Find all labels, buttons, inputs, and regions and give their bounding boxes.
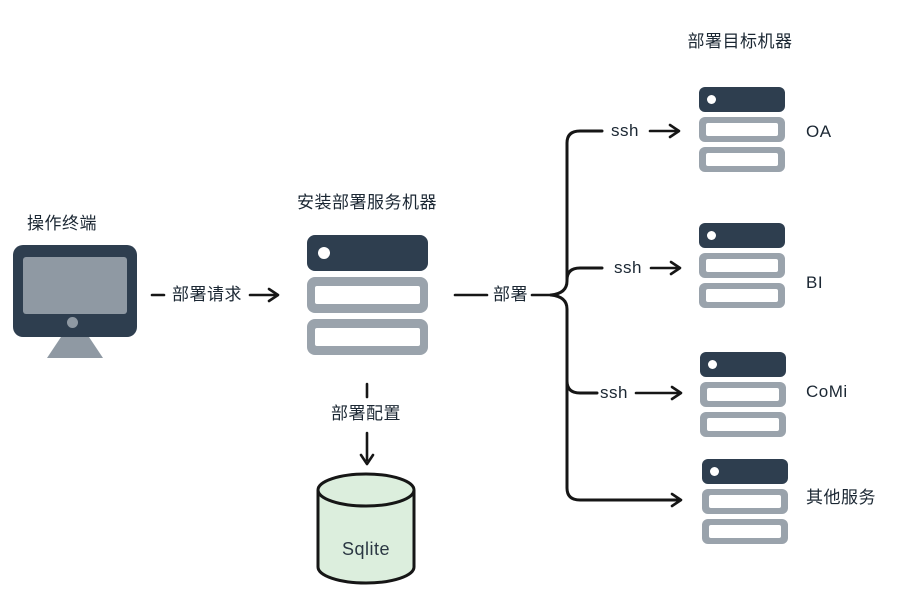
server-led-icon — [707, 231, 716, 240]
server-slot — [707, 418, 779, 431]
server-bay — [307, 277, 428, 313]
ssh1-arrowhead-icon — [668, 123, 681, 139]
server-led-icon — [318, 247, 330, 259]
deploy-server-icon — [307, 235, 428, 361]
database-label: Sqlite — [341, 539, 391, 559]
database-top — [316, 472, 416, 508]
request-arrowhead-icon — [267, 287, 280, 303]
server-led-icon — [708, 360, 717, 369]
ssh-label-1: ssh — [611, 121, 639, 140]
targets-title: 部署目标机器 — [687, 32, 793, 51]
target-server-oa-icon — [699, 87, 785, 177]
ssh-label-3: ssh — [600, 383, 628, 402]
brace-lower — [549, 293, 681, 502]
database-body — [316, 490, 416, 585]
deploy-server-label: 安装部署服务机器 — [297, 193, 437, 212]
ssh3-arrowhead-icon — [670, 385, 683, 401]
brace-branch-3 — [565, 379, 599, 395]
server-top-bar — [700, 352, 786, 377]
server-led-icon — [707, 95, 716, 104]
server-slot — [315, 286, 420, 304]
server-slot — [709, 495, 781, 508]
branch4-arrowhead-icon — [670, 492, 683, 508]
server-bay — [702, 489, 788, 514]
monitor-stand — [47, 337, 103, 358]
ssh2-arrowhead-icon — [669, 260, 682, 276]
server-bay — [699, 253, 785, 278]
config-arrowhead-icon — [359, 453, 375, 466]
server-slot — [706, 289, 778, 302]
server-slot — [706, 259, 778, 272]
target-label-oa: OA — [806, 122, 832, 141]
server-bay — [702, 519, 788, 544]
target-label-other: 其他服务 — [806, 488, 876, 507]
database-icon — [316, 472, 416, 585]
terminal-icon — [13, 245, 137, 358]
server-top-bar — [307, 235, 428, 271]
target-server-bi-icon — [699, 223, 785, 313]
brace-upper — [549, 129, 604, 297]
deploy-label: 部署 — [493, 285, 528, 304]
monitor-power-dot — [67, 317, 78, 328]
target-label-comi: CoMi — [806, 382, 848, 401]
brace-branch-2 — [565, 266, 604, 282]
terminal-label: 操作终端 — [27, 214, 97, 233]
server-slot — [706, 153, 778, 166]
server-top-bar — [699, 223, 785, 248]
monitor-screen — [23, 257, 127, 314]
server-bay — [699, 283, 785, 308]
server-bay — [699, 117, 785, 142]
target-server-comi-icon — [700, 352, 786, 442]
ssh-label-2: ssh — [614, 258, 642, 277]
server-slot — [315, 328, 420, 346]
server-led-icon — [710, 467, 719, 476]
request-label: 部署请求 — [172, 285, 242, 304]
monitor-frame — [13, 245, 137, 337]
server-bay — [700, 382, 786, 407]
server-bay — [699, 147, 785, 172]
server-top-bar — [702, 459, 788, 484]
server-bay — [307, 319, 428, 355]
server-bay — [700, 412, 786, 437]
server-top-bar — [699, 87, 785, 112]
target-label-bi: BI — [806, 273, 824, 292]
server-slot — [706, 123, 778, 136]
target-server-other-icon — [702, 459, 788, 549]
server-slot — [707, 388, 779, 401]
server-slot — [709, 525, 781, 538]
config-label: 部署配置 — [331, 404, 401, 423]
